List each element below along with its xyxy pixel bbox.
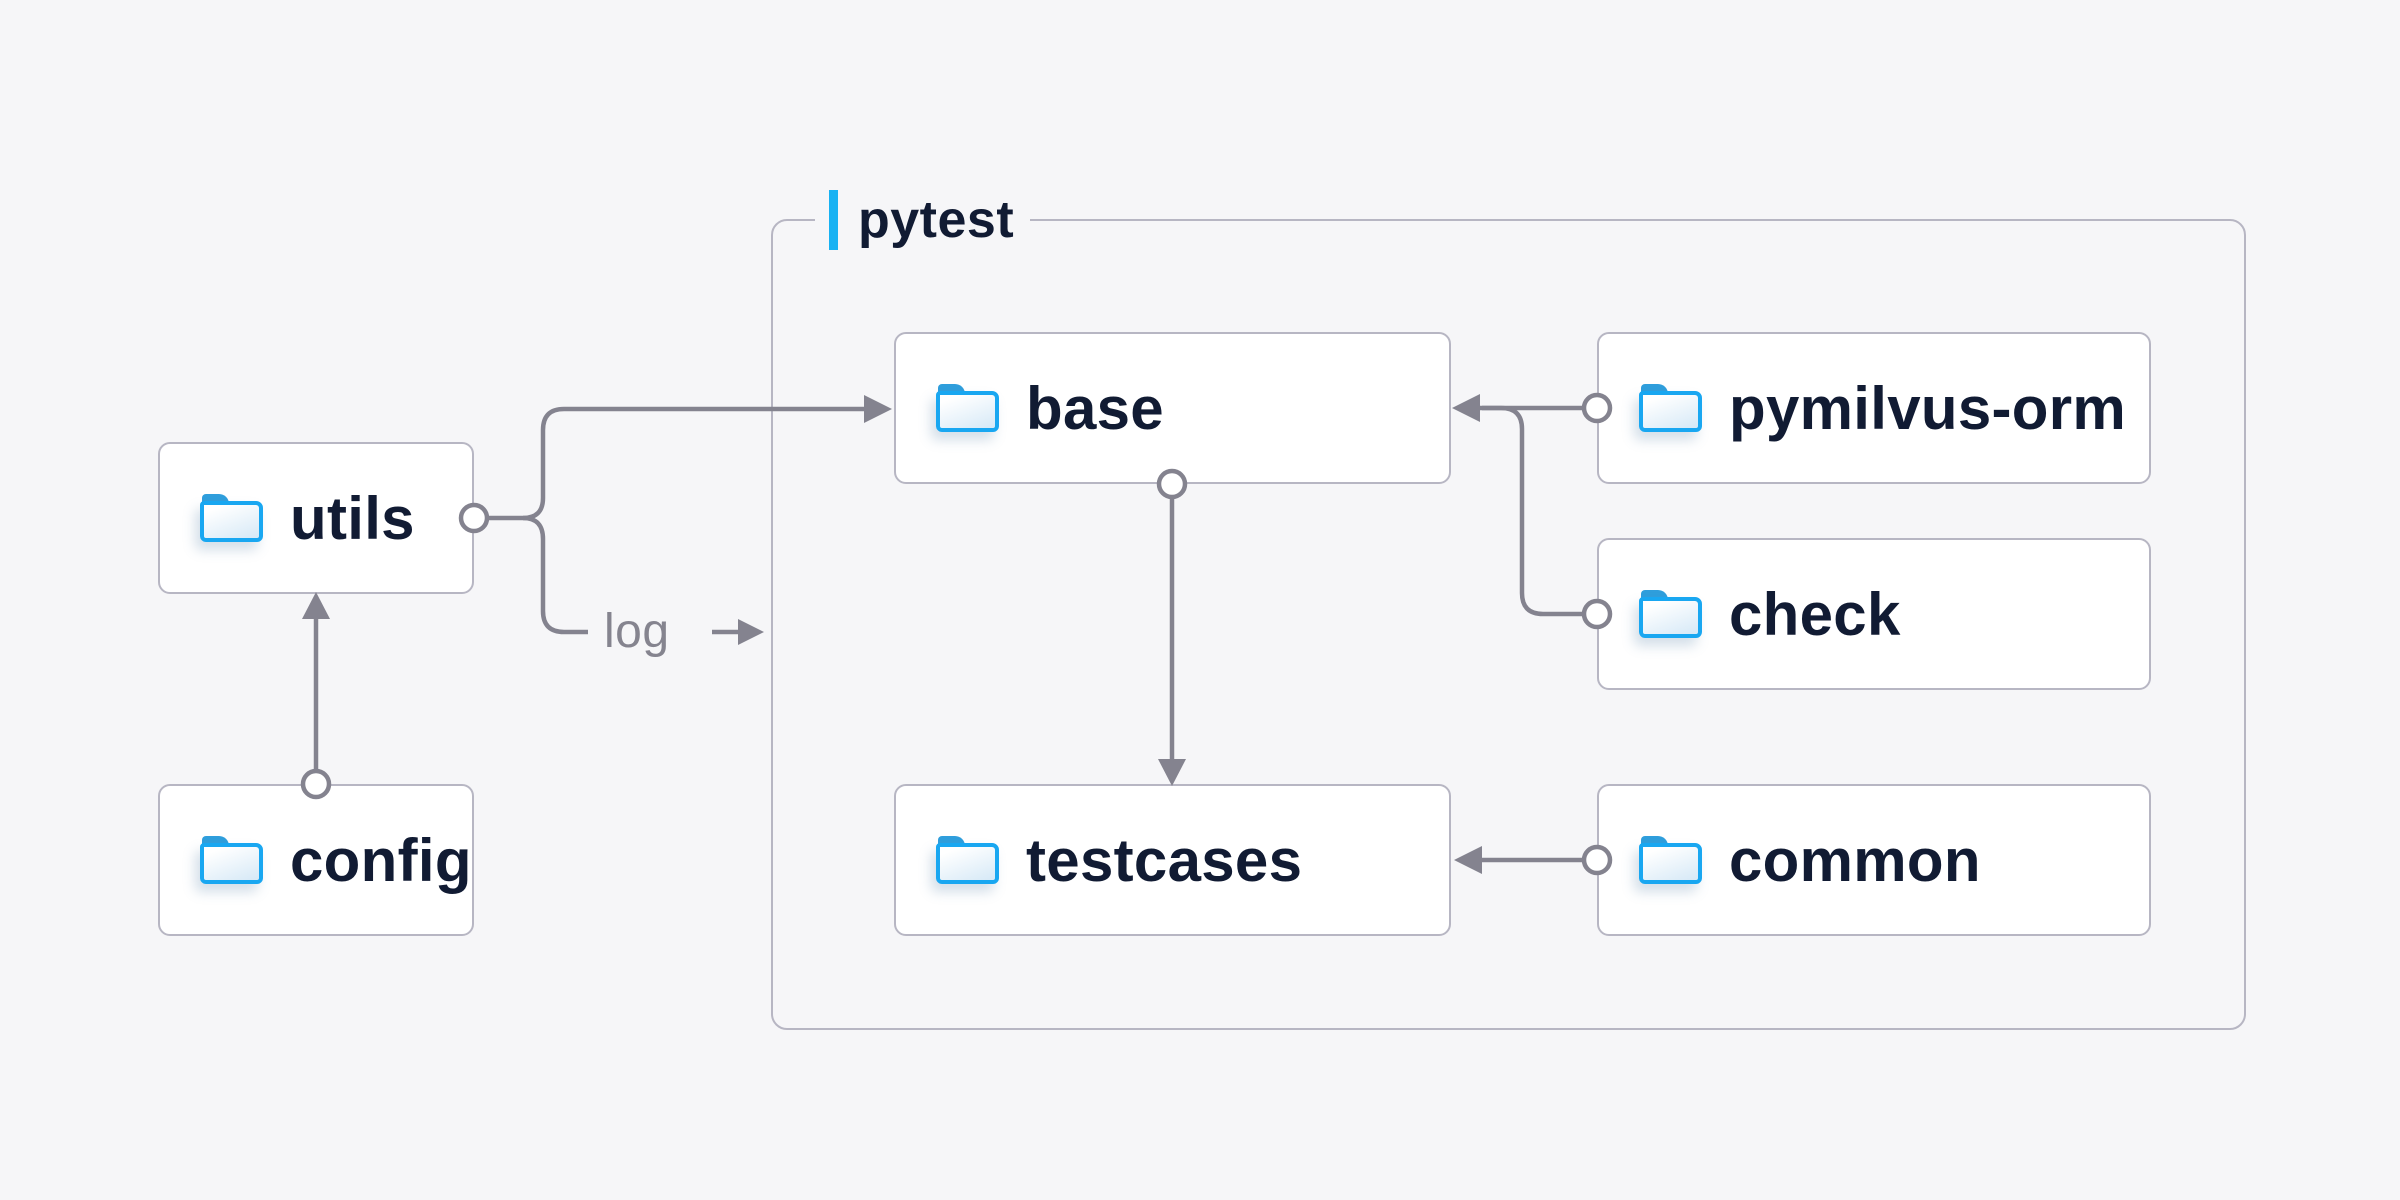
node-label: base: [1026, 374, 1164, 442]
folder-body: [936, 843, 999, 884]
node-base: base: [894, 332, 1451, 484]
folder-body: [1639, 843, 1702, 884]
node-testcases: testcases: [894, 784, 1451, 936]
node-config: config: [158, 784, 474, 936]
pytest-group-label: pytest: [815, 185, 1031, 255]
folder-icon: [200, 836, 263, 884]
node-utils: utils: [158, 442, 474, 594]
node-label: config: [290, 826, 472, 894]
node-label: testcases: [1026, 826, 1303, 894]
folder-body: [936, 391, 999, 432]
folder-icon: [936, 836, 999, 884]
node-label: utils: [290, 484, 415, 552]
log-edge-label: log: [604, 605, 670, 658]
folder-body: [200, 501, 263, 542]
node-check: check: [1597, 538, 2151, 690]
node-label: pymilvus-orm: [1729, 374, 2127, 442]
folder-icon: [936, 384, 999, 432]
folder-icon: [1639, 384, 1702, 432]
node-common: common: [1597, 784, 2151, 936]
edge-utils-to-log: [522, 515, 588, 635]
arrowhead-config-to-utils: [302, 592, 330, 619]
folder-icon: [200, 494, 263, 542]
folder-icon: [1639, 590, 1702, 638]
node-pymilvus-orm: pymilvus-orm: [1597, 332, 2151, 484]
arrowhead-log-to-pytest: [738, 619, 764, 645]
folder-body: [1639, 597, 1702, 638]
accent-bar: [829, 190, 838, 250]
folder-body: [1639, 391, 1702, 432]
pytest-group-title: pytest: [858, 191, 1015, 249]
node-label: check: [1729, 580, 1901, 648]
pytest-group-container: pytest: [771, 185, 2246, 1030]
folder-icon: [1639, 836, 1702, 884]
folder-body: [200, 843, 263, 884]
node-label: common: [1729, 826, 1981, 894]
